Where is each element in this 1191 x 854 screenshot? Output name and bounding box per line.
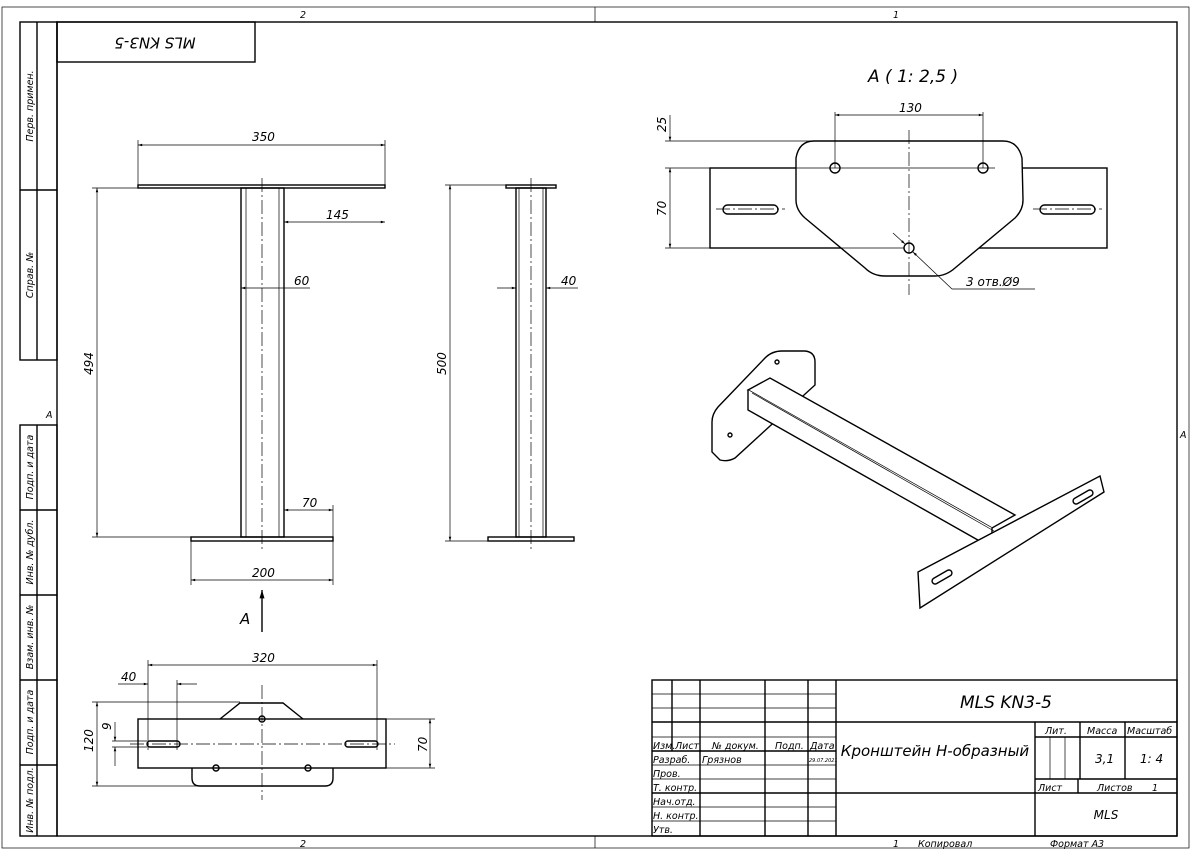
dim-label: 494	[82, 352, 96, 375]
sheets-value: 1	[1152, 783, 1158, 794]
header-date: Дата	[809, 741, 835, 752]
dim-label: 500	[435, 352, 449, 375]
role: Утв.	[653, 825, 673, 836]
header-list: Лист	[674, 741, 700, 752]
sheets-label: Листов	[1096, 783, 1133, 794]
role: Нач.отд.	[653, 797, 696, 808]
role: Т. контр.	[653, 783, 697, 794]
dim-label: 130	[899, 101, 922, 115]
zone-label: A	[1179, 430, 1187, 441]
top-view: 320 40 9 120 70	[82, 651, 435, 800]
developer-date: 29.07.2021	[809, 758, 838, 764]
role: Н. контр.	[653, 811, 699, 822]
sheet-label: Лист	[1037, 783, 1063, 794]
header-doc: № докум.	[711, 741, 759, 752]
dim-label: 70	[655, 200, 669, 216]
strip-label: Инв. № дубл.	[25, 520, 36, 585]
dim-label: 70	[302, 496, 318, 510]
scale-label: Масштаб	[1127, 726, 1172, 737]
inverted-stamp-code: MLS KN3-5	[114, 34, 195, 52]
dim-label: 145	[326, 208, 349, 222]
view-a: A ( 1: 2,5 ) 130 25 70 3 отв.Ø9	[655, 67, 1108, 295]
dim-label: 40	[121, 670, 137, 684]
format-label: Формат А3	[1050, 839, 1104, 850]
role: Пров.	[653, 769, 681, 780]
dim-label: 25	[655, 117, 669, 132]
part-name: Кронштейн Н-образный	[841, 742, 1030, 760]
dim-label: 70	[416, 736, 430, 752]
dim-label: 9	[100, 722, 114, 730]
copied-number: 1	[893, 839, 899, 850]
copied-label: Копировал	[918, 839, 972, 850]
side-strip: Перв. примен. Справ. № Подп. и дата Инв.…	[19, 21, 58, 837]
front-view: 350 494 145 60 70 200 A	[82, 130, 386, 632]
zone-label: 1	[893, 10, 899, 21]
dim-label: 320	[252, 651, 275, 665]
scale-value: 1: 4	[1140, 752, 1163, 766]
role: Разраб.	[653, 755, 690, 766]
designation: MLS KN3-5	[960, 693, 1052, 713]
dim-label: 60	[294, 274, 310, 288]
strip-label: Инв. № подл.	[25, 767, 36, 833]
dim-label: 120	[82, 729, 96, 752]
zone-label: 2	[300, 839, 306, 850]
company: MLS	[1094, 808, 1119, 822]
dim-label: 40	[561, 274, 577, 288]
header-sign: Подп.	[775, 741, 804, 752]
strip-label: Подп. и дата	[25, 434, 36, 499]
strip-label: Подп. и дата	[25, 689, 36, 754]
dim-label: 350	[252, 130, 275, 144]
zone-label: A	[45, 410, 53, 421]
zone-label: 2	[300, 10, 306, 21]
side-view: 500 40	[435, 178, 578, 550]
view-arrow-label: A	[239, 610, 250, 628]
mass-value: 3,1	[1095, 752, 1114, 766]
title-block: MLS KN3-5 Кронштейн Н-образный Изм. Лист…	[651, 679, 1178, 850]
strip-label: Справ. №	[25, 252, 36, 298]
strip-label: Перв. примен.	[25, 70, 36, 141]
isometric-view	[711, 350, 1105, 610]
developer-name: Грязнов	[702, 755, 742, 766]
lit-label: Лит.	[1044, 726, 1067, 737]
drawing-frame: 2 1 2 A A MLS KN3-5	[1, 6, 1190, 850]
header-izm: Изм.	[653, 741, 675, 752]
mass-label: Масса	[1087, 726, 1117, 737]
dim-label: 200	[252, 566, 275, 580]
strip-label: Взам. инв. №	[25, 605, 36, 670]
view-a-title: A ( 1: 2,5 )	[867, 67, 958, 87]
holes-note: 3 отв.Ø9	[966, 275, 1020, 289]
